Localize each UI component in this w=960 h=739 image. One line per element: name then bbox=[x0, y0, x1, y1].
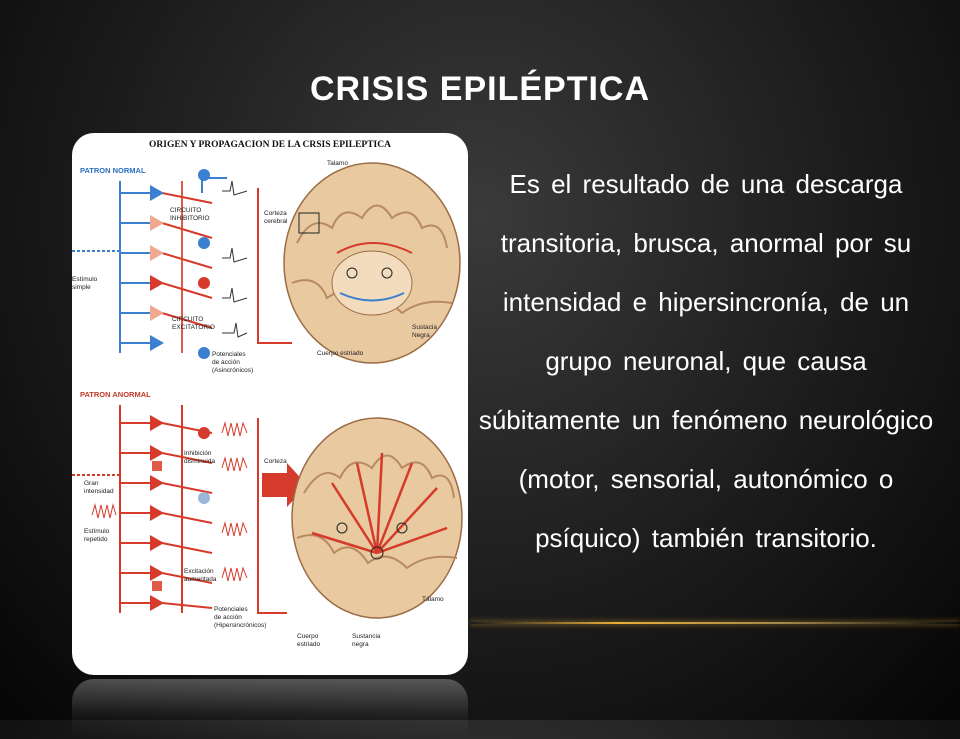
label-inhibicion-2: disminuida bbox=[184, 458, 215, 465]
label-talamo-anormal: Tálamo bbox=[422, 596, 444, 603]
label-estimulo-simple-2: simple bbox=[72, 284, 91, 291]
label-excitacion-2: aumentada bbox=[184, 576, 217, 583]
label-circuito-excitatorio-2: EXCITATORIO bbox=[172, 324, 215, 331]
accent-glow-line bbox=[470, 622, 960, 624]
label-potenciales-normal-3: (Asincrónicos) bbox=[212, 367, 253, 374]
label-corteza-cerebral-2: cerebral bbox=[264, 218, 288, 225]
normal-brain bbox=[283, 162, 461, 364]
label-estimulo-repetido-1: Estímulo bbox=[84, 528, 110, 535]
label-potenciales-anormal-3: (Hipersincrónicos) bbox=[214, 622, 266, 629]
label-potenciales-normal-2: de acción bbox=[212, 359, 240, 366]
label-cuerpo-estriado-normal: Cuerpo estriado bbox=[317, 350, 364, 357]
label-talamo-normal: Talamo bbox=[327, 160, 348, 167]
label-sustancia-negra-anormal-2: negra bbox=[352, 641, 369, 648]
epilepsy-diagram: ORIGEN Y PROPAGACION DE LA CRSIS EPILEPT… bbox=[72, 140, 463, 648]
slide-body-text: Es el resultado de una descarga transito… bbox=[478, 169, 934, 553]
label-gran-intensidad-1: Gran bbox=[84, 480, 99, 487]
label-cuerpo-estriado-anormal-2: estriado bbox=[297, 641, 321, 648]
normal-pattern-header: PATRON NORMAL bbox=[80, 166, 146, 175]
figure-reflection bbox=[72, 679, 468, 739]
label-circuito-inhibitorio-2: INHIBITORIO bbox=[170, 215, 210, 222]
abnormal-action-potentials bbox=[91, 421, 248, 582]
abnormal-neurons bbox=[150, 415, 210, 611]
abnormal-brain bbox=[291, 417, 463, 619]
abnormal-pattern-header: PATRON ANORMAL bbox=[80, 390, 151, 399]
label-gran-intensidad-2: intensidad bbox=[84, 488, 114, 495]
label-corteza-anormal: Corteza bbox=[264, 458, 287, 465]
label-potenciales-anormal-1: Potenciales bbox=[214, 606, 248, 613]
abnormal-circuit-lines bbox=[72, 405, 287, 614]
label-excitacion-1: Excitación bbox=[184, 568, 214, 575]
label-corteza-cerebral-1: Corteza bbox=[264, 210, 287, 217]
label-sustancia-negra-normal-1: Sustacia bbox=[412, 324, 437, 331]
label-inhibicion-1: Inhibición bbox=[184, 450, 212, 457]
label-estimulo-repetido-2: repetido bbox=[84, 536, 108, 543]
label-potenciales-normal-1: Potenciales bbox=[212, 351, 246, 358]
slide-title: CRISIS EPILÉPTICA bbox=[309, 70, 651, 108]
normal-neurons bbox=[150, 169, 210, 359]
label-cuerpo-estriado-anormal-1: Cuerpo bbox=[297, 633, 319, 640]
normal-red-lines bbox=[161, 188, 292, 344]
epilepsy-diagram-image: ORIGEN Y PROPAGACION DE LA CRSIS EPILEPT… bbox=[72, 133, 468, 675]
label-estimulo-simple-1: Estímulo bbox=[72, 276, 98, 283]
label-sustancia-negra-normal-2: Negra bbox=[412, 332, 430, 339]
label-circuito-excitatorio-1: CIRCUITO bbox=[172, 316, 203, 323]
label-circuito-inhibitorio-1: CIRCUITO bbox=[170, 207, 201, 214]
normal-action-potentials bbox=[222, 180, 248, 338]
label-potenciales-anormal-2: de acción bbox=[214, 614, 242, 621]
figure-title: ORIGEN Y PROPAGACION DE LA CRSIS EPILEPT… bbox=[149, 140, 391, 150]
label-sustancia-negra-anormal-1: Sustancia bbox=[352, 633, 381, 640]
